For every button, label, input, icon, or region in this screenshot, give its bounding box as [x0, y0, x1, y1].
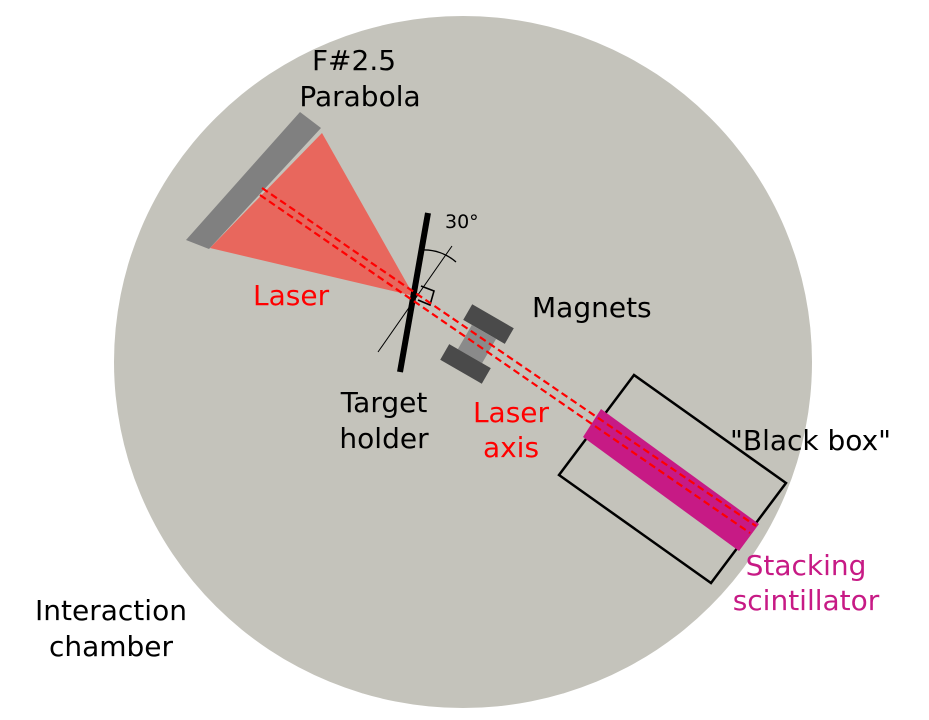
parabola-mirror — [186, 112, 321, 249]
laser-axis-label-line2: axis — [483, 431, 539, 464]
laser-axis-line — [259, 187, 757, 534]
black-box-label: "Black box" — [730, 424, 891, 457]
chamber-label-line1: Interaction — [35, 594, 187, 627]
laser-label: Laser — [253, 279, 330, 312]
scintillator-bar — [583, 409, 759, 551]
target-holder-label-line2: holder — [339, 422, 429, 455]
right-angle-marker — [417, 285, 435, 307]
angle-label: 30° — [445, 211, 479, 233]
magnets — [440, 304, 514, 384]
target-holder-label-line1: Target — [340, 386, 428, 419]
laser-axis-label-line1: Laser — [473, 396, 550, 429]
angle-arc — [421, 249, 457, 263]
parabola-label-line2: Parabola — [299, 80, 420, 113]
scintillator-label-line1: Stacking — [746, 549, 867, 582]
magnets-label: Magnets — [532, 291, 652, 324]
target-holder — [397, 212, 431, 373]
black-box — [557, 373, 788, 585]
parabola-label-line1: F#2.5 — [312, 44, 396, 77]
chamber-label-line2: chamber — [49, 630, 174, 663]
scintillator-label-line2: scintillator — [733, 584, 880, 617]
laser-cone — [210, 133, 414, 296]
